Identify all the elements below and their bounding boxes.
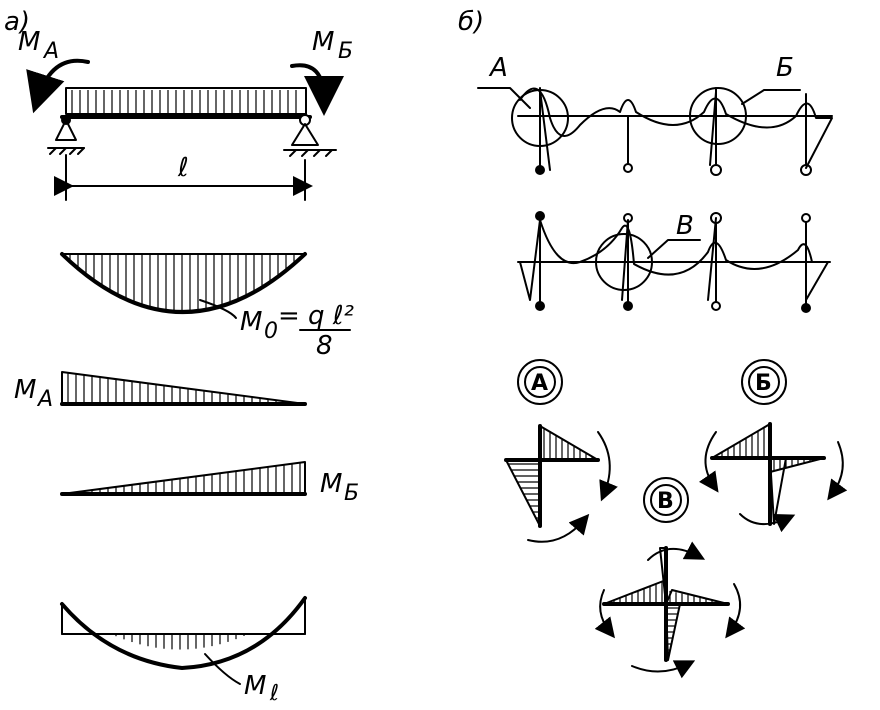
ma-diagram: M A: [14, 371, 307, 412]
svg-text:M: M: [240, 307, 262, 337]
svg-text:M: M: [320, 469, 342, 499]
svg-text:Б: Б: [344, 481, 359, 506]
svg-text:A: A: [42, 39, 59, 64]
node-a-detail: А: [504, 359, 618, 543]
svg-text:Б: Б: [338, 39, 353, 64]
m0-diagram: M 0 = q ℓ² 8: [60, 252, 354, 361]
mb-diagram: M Б: [60, 461, 359, 506]
svg-text:M: M: [312, 27, 334, 57]
detail-b-label: Б: [755, 371, 772, 396]
pinned-support-right: [283, 114, 337, 157]
svg-text:M: M: [14, 375, 36, 405]
ml-diagram: M ℓ: [60, 596, 307, 706]
frame-deformation-1: А Б: [477, 53, 833, 176]
svg-text:M: M: [18, 27, 40, 57]
node-v-detail: В: [594, 477, 746, 679]
span-label: ℓ: [177, 153, 189, 183]
node-v-label: В: [676, 211, 694, 241]
detail-v-label: В: [657, 489, 674, 514]
detail-a-label: А: [531, 371, 548, 396]
loaded-beam: ℓ: [47, 87, 337, 201]
frame-deformation-2: В: [517, 211, 831, 313]
pinned-support-left: [47, 115, 85, 155]
panel-b-label: б): [458, 7, 484, 37]
node-a-label: А: [488, 53, 508, 83]
svg-text:M: M: [244, 671, 266, 701]
svg-text:8: 8: [316, 331, 333, 361]
moment-b-arrow: M Б: [290, 27, 353, 116]
moment-a-arrow: M A: [18, 27, 90, 114]
panel-a-label: а): [4, 7, 30, 37]
node-b-label: Б: [776, 53, 794, 83]
svg-text:0: 0: [264, 319, 278, 344]
svg-text:ℓ: ℓ: [269, 681, 279, 706]
svg-text:A: A: [36, 387, 53, 412]
node-b-detail: Б: [698, 359, 848, 533]
svg-text:= q ℓ²: = q ℓ²: [278, 301, 354, 331]
